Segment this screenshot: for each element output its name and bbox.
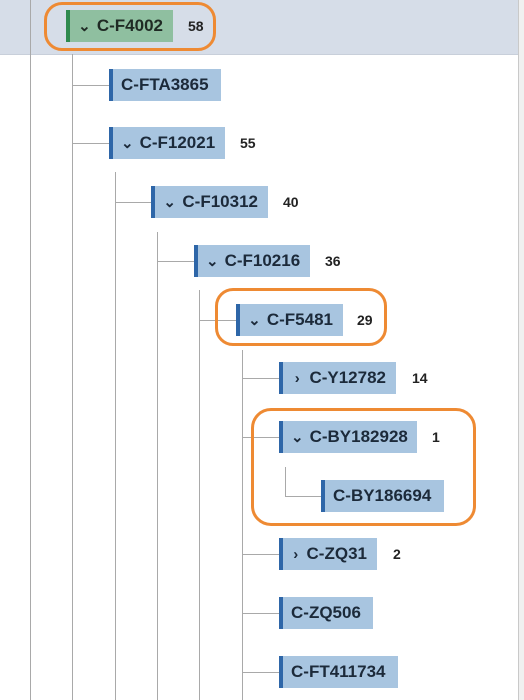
node-count: 29 xyxy=(357,312,373,328)
tree-connector xyxy=(199,290,200,700)
chevron-down-icon[interactable]: ⌄ xyxy=(291,429,304,446)
tree-node-c-by186694[interactable]: C-BY186694 xyxy=(321,480,444,512)
tree-connector xyxy=(72,143,110,144)
tree-node-c-f10216[interactable]: ⌄ C-F10216 xyxy=(194,245,310,277)
chevron-down-icon[interactable]: ⌄ xyxy=(78,18,91,35)
tree-connector xyxy=(242,554,280,555)
scrollbar-track[interactable] xyxy=(518,0,524,700)
tree-node-c-zq31[interactable]: › C-ZQ31 xyxy=(279,538,377,570)
node-label: C-BY186694 xyxy=(333,486,432,505)
node-count: 55 xyxy=(240,135,256,151)
chevron-right-icon[interactable]: › xyxy=(293,545,299,563)
node-label: C-Y12782 xyxy=(309,368,386,387)
tree-connector xyxy=(285,467,286,497)
node-label: C-FT411734 xyxy=(291,662,386,681)
node-count: 14 xyxy=(412,370,428,386)
node-count: 36 xyxy=(325,253,341,269)
tree-connector xyxy=(199,320,237,321)
node-count: 1 xyxy=(432,429,440,445)
chevron-down-icon[interactable]: ⌄ xyxy=(248,312,261,329)
chevron-down-icon[interactable]: ⌄ xyxy=(121,135,134,152)
tree-node-c-f12021[interactable]: ⌄ C-F12021 xyxy=(109,127,225,159)
tree-connector xyxy=(242,672,280,673)
tree-connector xyxy=(30,0,31,700)
tree-node-c-f4002[interactable]: ⌄ C-F4002 xyxy=(66,10,173,42)
tree-connector xyxy=(242,378,280,379)
tree-connector xyxy=(115,202,152,203)
tree-connector xyxy=(242,613,280,614)
node-label: C-F4002 xyxy=(96,16,163,35)
chevron-down-icon[interactable]: ⌄ xyxy=(163,194,176,211)
tree-node-c-ft411734[interactable]: C-FT411734 xyxy=(279,656,398,688)
tree-node-c-f5481[interactable]: ⌄ C-F5481 xyxy=(236,304,343,336)
node-label: C-BY182928 xyxy=(309,427,408,446)
node-label: C-F10312 xyxy=(182,192,258,211)
tree-connector xyxy=(72,54,73,700)
node-label: C-F5481 xyxy=(266,310,333,329)
tree-node-c-f10312[interactable]: ⌄ C-F10312 xyxy=(151,186,268,218)
tree-node-c-by182928[interactable]: ⌄ C-BY182928 xyxy=(279,421,417,453)
chevron-right-icon[interactable]: › xyxy=(294,369,300,387)
tree-node-c-fta3865[interactable]: C-FTA3865 xyxy=(109,69,221,101)
tree-connector xyxy=(115,172,116,700)
tree-node-c-zq506[interactable]: C-ZQ506 xyxy=(279,597,373,629)
node-label: C-ZQ506 xyxy=(291,603,361,622)
tree-connector xyxy=(242,350,243,700)
node-label: C-F10216 xyxy=(224,251,301,270)
node-count: 2 xyxy=(393,546,401,562)
node-label: C-ZQ31 xyxy=(306,544,367,563)
tree-connector xyxy=(157,261,195,262)
tree-connector xyxy=(285,496,322,497)
tree-connector xyxy=(72,85,110,86)
tree-connector xyxy=(157,232,158,700)
node-count: 58 xyxy=(188,18,204,34)
chevron-down-icon[interactable]: ⌄ xyxy=(206,253,219,270)
node-count: 40 xyxy=(283,194,299,210)
node-label: C-F12021 xyxy=(139,133,216,152)
tree-node-c-y12782[interactable]: › C-Y12782 xyxy=(279,362,396,394)
node-label: C-FTA3865 xyxy=(121,75,209,94)
tree-connector xyxy=(242,437,280,438)
